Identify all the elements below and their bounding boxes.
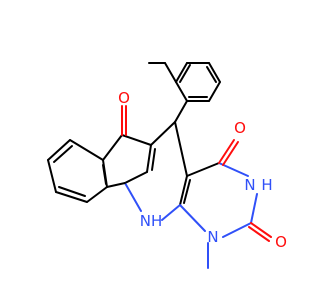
bond (124, 171, 148, 184)
bond (183, 179, 191, 204)
ketone-oxygen-label: O (118, 89, 130, 107)
bond (53, 145, 73, 163)
bond (121, 134, 152, 146)
dihydropyridine-ring (124, 121, 188, 221)
bond (124, 182, 142, 212)
tolyl-ring (148, 62, 221, 102)
bond (102, 164, 107, 185)
bond (47, 139, 71, 161)
benzene-ring (47, 139, 108, 203)
carbonyl-bond (218, 139, 235, 164)
bond (47, 159, 57, 193)
pyrimidinedione-ring (179, 139, 272, 269)
carbonyl-bond (248, 226, 270, 242)
imide-hydrogen-label: H (261, 176, 272, 194)
bond (179, 204, 206, 232)
bond (174, 121, 188, 177)
methyl-nitrogen-label: N (207, 228, 218, 246)
bond (69, 139, 104, 161)
bond (208, 81, 221, 102)
bond (175, 62, 188, 83)
bond (86, 186, 108, 203)
bond (161, 204, 181, 221)
bond (150, 121, 176, 146)
bond (208, 62, 221, 83)
molecule-structure: O O O N H N NH (47, 62, 287, 269)
lower-carbonyl-oxygen-label: O (275, 233, 287, 251)
bond (106, 182, 126, 188)
methyl-bond (164, 62, 177, 83)
ring-nh-label: NH (140, 212, 163, 230)
bond (58, 186, 86, 197)
bond (250, 193, 258, 224)
upper-carbonyl-oxygen-label: O (234, 119, 246, 137)
carbonyl-bond (250, 222, 272, 238)
bond (174, 100, 188, 123)
bond (146, 144, 152, 173)
bond (55, 191, 88, 203)
indenone-ring (102, 105, 152, 188)
imide-nitrogen-label: N (244, 176, 255, 194)
bond (206, 66, 217, 83)
bond (175, 81, 188, 102)
bond (151, 148, 156, 171)
bond (179, 175, 188, 206)
carbonyl-bond (222, 141, 239, 166)
bond (179, 64, 191, 83)
bond (102, 134, 123, 161)
bond (222, 222, 252, 238)
bond (186, 162, 220, 177)
molecule-canvas: O O O N H N NH (47, 62, 287, 269)
